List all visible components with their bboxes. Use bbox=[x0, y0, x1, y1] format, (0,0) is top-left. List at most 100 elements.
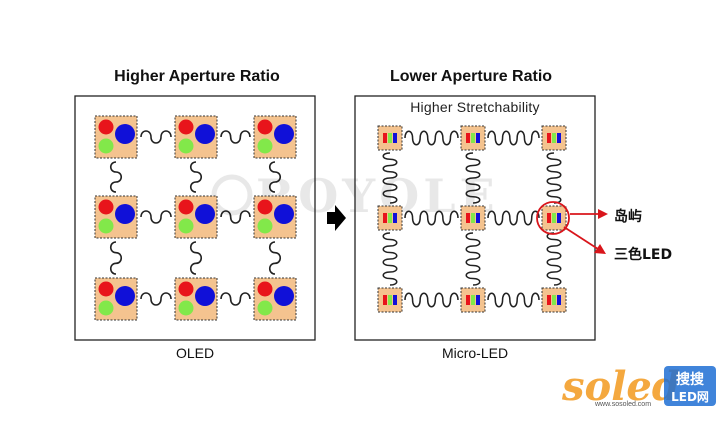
microled-vertical-interconnect bbox=[546, 232, 562, 286]
microled-vertical-interconnect bbox=[546, 152, 562, 204]
blue-subpixel bbox=[115, 286, 135, 306]
green-led bbox=[388, 133, 392, 143]
blue-led bbox=[476, 133, 480, 143]
blue-subpixel bbox=[195, 124, 215, 144]
oled-horizontal-interconnect bbox=[140, 130, 172, 144]
blue-subpixel bbox=[274, 204, 294, 224]
oled-panel-frame bbox=[74, 95, 316, 341]
svg-text:soled: soled bbox=[561, 363, 680, 410]
green-led bbox=[471, 133, 475, 143]
microled-horizontal-interconnect bbox=[487, 292, 540, 308]
blue-led bbox=[476, 295, 480, 305]
red-led bbox=[466, 295, 470, 305]
green-led bbox=[471, 213, 475, 223]
red-led bbox=[383, 295, 387, 305]
blue-subpixel bbox=[274, 286, 294, 306]
oled-vertical-interconnect bbox=[268, 161, 282, 193]
microled-vertical-interconnect bbox=[382, 152, 398, 204]
microled-vertical-interconnect bbox=[382, 232, 398, 286]
svg-text:LED网: LED网 bbox=[671, 390, 709, 404]
blue-subpixel bbox=[195, 204, 215, 224]
green-led bbox=[388, 213, 392, 223]
microled-horizontal-interconnect bbox=[404, 130, 459, 146]
microled-horizontal-interconnect bbox=[404, 210, 459, 226]
green-subpixel bbox=[178, 218, 194, 234]
red-led bbox=[547, 133, 551, 143]
green-subpixel bbox=[98, 138, 114, 154]
red-led bbox=[547, 295, 551, 305]
blue-led bbox=[557, 295, 561, 305]
red-led bbox=[383, 133, 387, 143]
island-callout-arrow bbox=[570, 209, 608, 219]
microled-pixel bbox=[460, 287, 486, 313]
oled-pixel-array bbox=[94, 115, 297, 321]
red-subpixel bbox=[257, 199, 273, 215]
watermark-url: www.sosoled.com bbox=[595, 401, 652, 408]
oled-horizontal-interconnect bbox=[220, 210, 251, 224]
led-callout-arrow bbox=[563, 226, 606, 254]
red-subpixel bbox=[98, 281, 114, 297]
left-panel-title: Higher Aperture Ratio bbox=[114, 68, 280, 85]
microled-horizontal-interconnect bbox=[487, 210, 540, 226]
microled-pixel bbox=[460, 125, 486, 151]
blue-led bbox=[393, 295, 397, 305]
red-subpixel bbox=[98, 119, 114, 135]
microled-vertical-interconnect bbox=[465, 152, 481, 204]
green-subpixel bbox=[178, 300, 194, 316]
oled-horizontal-interconnect bbox=[220, 130, 251, 144]
red-led bbox=[466, 133, 470, 143]
microled-pixel-array bbox=[377, 125, 567, 313]
green-subpixel bbox=[257, 300, 273, 316]
red-subpixel bbox=[257, 281, 273, 297]
oled-horizontal-interconnect bbox=[140, 292, 172, 306]
red-subpixel bbox=[98, 199, 114, 215]
oled-vertical-interconnect bbox=[109, 161, 123, 193]
oled-vertical-interconnect bbox=[268, 241, 282, 275]
blue-led bbox=[557, 133, 561, 143]
sosoled-watermark-logo: soled 搜搜 LED网 bbox=[561, 363, 716, 410]
blue-subpixel bbox=[195, 286, 215, 306]
green-subpixel bbox=[178, 138, 194, 154]
island-callout-label: 岛屿 bbox=[614, 209, 642, 225]
microled-vertical-interconnect bbox=[465, 232, 481, 286]
red-led bbox=[383, 213, 387, 223]
svg-text:搜搜: 搜搜 bbox=[676, 371, 705, 388]
oled-vertical-interconnect bbox=[189, 241, 203, 275]
oled-horizontal-interconnect bbox=[140, 210, 172, 224]
green-led bbox=[388, 295, 392, 305]
red-subpixel bbox=[178, 281, 194, 297]
microled-panel-frame bbox=[354, 95, 596, 341]
green-subpixel bbox=[98, 300, 114, 316]
red-subpixel bbox=[178, 199, 194, 215]
green-led bbox=[552, 213, 556, 223]
blue-subpixel bbox=[274, 124, 294, 144]
oled-caption: OLED bbox=[175, 345, 215, 361]
green-led bbox=[552, 133, 556, 143]
green-subpixel bbox=[257, 138, 273, 154]
arrow-right-icon bbox=[327, 205, 346, 231]
green-subpixel bbox=[98, 218, 114, 234]
red-led bbox=[466, 213, 470, 223]
microled-pixel bbox=[541, 125, 567, 151]
blue-subpixel bbox=[115, 204, 135, 224]
red-subpixel bbox=[178, 119, 194, 135]
blue-led bbox=[476, 213, 480, 223]
blue-led bbox=[393, 133, 397, 143]
green-led bbox=[471, 295, 475, 305]
right-panel-title: Lower Aperture Ratio bbox=[389, 68, 553, 85]
blue-led bbox=[393, 213, 397, 223]
green-subpixel bbox=[257, 218, 273, 234]
red-led bbox=[547, 213, 551, 223]
highlight-circle bbox=[536, 201, 570, 235]
blue-subpixel bbox=[115, 124, 135, 144]
microled-horizontal-interconnect bbox=[404, 292, 459, 308]
stretchability-label: Higher Stretchability bbox=[410, 99, 540, 115]
microled-horizontal-interconnect bbox=[487, 130, 540, 146]
oled-vertical-interconnect bbox=[189, 161, 203, 193]
microled-pixel bbox=[541, 205, 567, 231]
oled-vertical-interconnect bbox=[109, 241, 123, 275]
red-subpixel bbox=[257, 119, 273, 135]
blue-led bbox=[557, 213, 561, 223]
oled-horizontal-interconnect bbox=[220, 292, 251, 306]
